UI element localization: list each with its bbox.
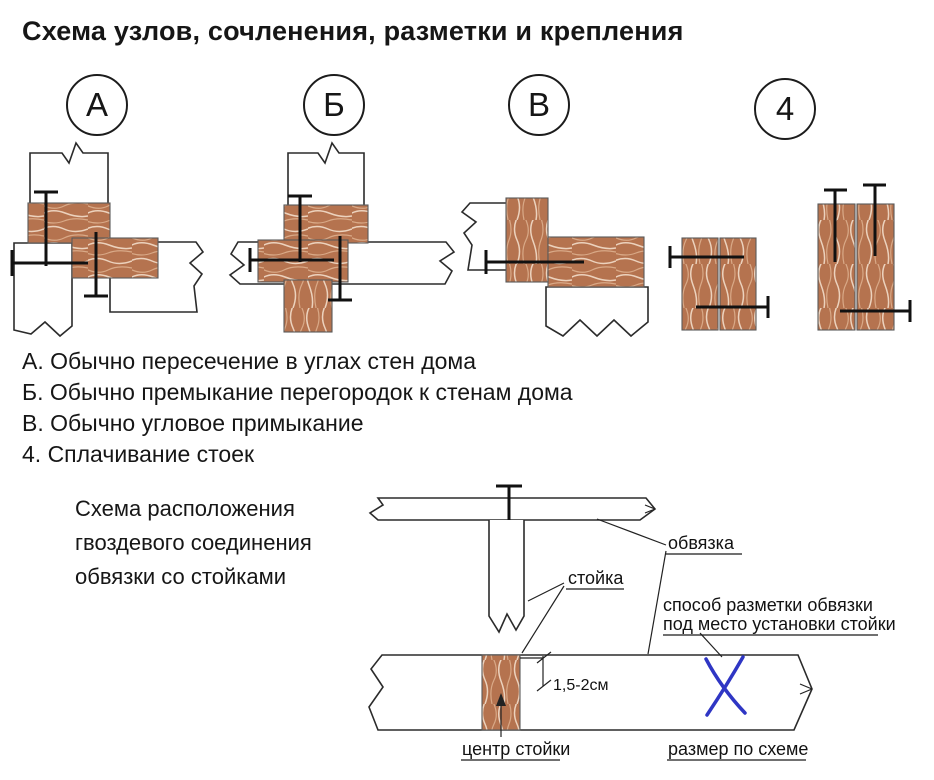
joint-b-drawing xyxy=(228,141,456,333)
board-break-bottom xyxy=(13,242,73,338)
board-break-top xyxy=(287,141,365,205)
nailing-scheme-caption: Схема расположения гвоздевого соединения… xyxy=(75,492,312,594)
joint-a-drawing xyxy=(10,141,205,338)
nail-icon xyxy=(824,188,847,262)
nail-icon xyxy=(10,250,88,276)
legend-item-b: Б. Обычно премыкание перегородок к стена… xyxy=(22,379,573,405)
node-label-4: 4 xyxy=(775,90,795,127)
joint-v-drawing xyxy=(460,197,649,338)
node-circle-b: Б xyxy=(303,74,365,136)
dimension-ticks xyxy=(520,651,552,692)
break-arrow xyxy=(799,683,813,695)
label-stud: стойка xyxy=(568,568,624,588)
leader-strapping xyxy=(596,518,667,655)
nail-icon xyxy=(288,194,312,262)
blue-cross-mark xyxy=(705,655,745,717)
label-marking-line1: способ разметки обвязки xyxy=(663,595,873,615)
nail-icon xyxy=(668,246,744,268)
caption-line: Схема расположения xyxy=(75,496,295,521)
legend-item-4: 4. Сплачивание стоек xyxy=(22,441,255,467)
timber-section xyxy=(71,237,159,279)
nailing-scheme-drawing: обвязка стойка способ разметки обвязки п… xyxy=(368,484,896,761)
label-size-note: размер по схеме xyxy=(668,739,808,759)
legend-item-a: А. Обычно пересечение в углах стен дома xyxy=(22,348,477,374)
page-title: Схема узлов, сочленения, разметки и креп… xyxy=(22,16,684,46)
board-break-bottom xyxy=(545,286,649,338)
label-stud-center: центр стойки xyxy=(462,739,570,759)
label-gap-dimension: 1,5-2см xyxy=(553,677,608,694)
node-circle-v: В xyxy=(508,74,570,136)
stud-section xyxy=(681,237,719,331)
node-circle-4: 4 xyxy=(754,78,816,140)
caption-line: обвязки со стойками xyxy=(75,564,287,589)
node-label-b: Б xyxy=(323,86,345,123)
node-label-v: В xyxy=(527,86,550,123)
joint-4-drawing xyxy=(668,183,912,331)
node-circle-a: А xyxy=(66,74,128,136)
stud-section xyxy=(719,237,757,331)
nail-icon xyxy=(863,183,886,256)
board-break-top xyxy=(29,141,109,205)
nail-icon xyxy=(840,300,912,322)
legend-item-v: В. Обычно угловое примыкание xyxy=(22,410,364,436)
leader-stud xyxy=(521,582,565,654)
break-arrow xyxy=(644,504,656,514)
leader-marking xyxy=(699,632,723,658)
timber-section xyxy=(27,202,111,244)
center-arrow-head xyxy=(496,693,506,706)
timber-section xyxy=(505,197,549,283)
nail-icon xyxy=(696,296,770,318)
node-label-a: А xyxy=(85,86,108,123)
caption-line: гвоздевого соединения xyxy=(75,530,312,555)
nail-icon xyxy=(484,250,584,274)
stud-section xyxy=(817,203,856,331)
blue-cross-mark xyxy=(704,657,747,715)
timber-section xyxy=(283,204,369,244)
label-marking-line2: под место установки стойки xyxy=(663,614,896,634)
joint-details-drawing xyxy=(10,141,912,338)
nail-icon xyxy=(84,232,108,298)
top-strapping-band xyxy=(368,497,657,521)
nail-icon xyxy=(248,248,334,272)
legend: А. Обычно пересечение в углах стен дома … xyxy=(22,346,573,470)
nail-icon xyxy=(328,236,352,302)
label-strapping: обвязка xyxy=(668,533,735,553)
nail-icon xyxy=(34,190,58,266)
timber-section xyxy=(283,279,333,333)
stud-board xyxy=(488,520,525,634)
board-break-left xyxy=(460,202,509,271)
bottom-strapping-band xyxy=(368,654,813,731)
